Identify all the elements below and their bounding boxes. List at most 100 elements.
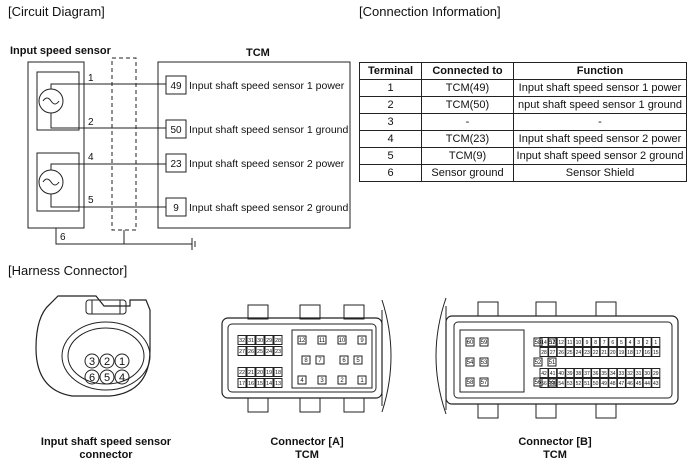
table-cell: 6	[359, 164, 422, 182]
harness-connector-heading: [Harness Connector]	[8, 263, 128, 278]
connector-pin	[273, 335, 283, 345]
connector-pin	[264, 367, 274, 377]
connector-pin-number: 3	[637, 340, 640, 346]
caption-line: Connector [B]	[518, 436, 592, 448]
connector-pin	[539, 378, 549, 388]
connector-pin	[565, 347, 575, 357]
connector-pin	[556, 378, 566, 388]
tcm-title: TCM	[246, 47, 270, 59]
connector-pin-number: 32	[627, 371, 633, 377]
connector-pin	[255, 378, 265, 388]
connector-pin-number: 1	[360, 378, 364, 384]
table-header-row: Terminal Connected to Function	[359, 62, 687, 80]
connector-pin	[625, 337, 635, 347]
table-cell: 1	[359, 79, 422, 97]
connector-pin-number: 56	[535, 380, 542, 386]
sensor-1-wave	[42, 97, 60, 105]
connector-pin-number: 6	[342, 358, 346, 364]
connector-pin-number: 18	[627, 350, 633, 356]
sensor-2-wave	[42, 178, 60, 186]
connector-pin-number: 13	[275, 381, 281, 387]
connector-pin-number: 1	[654, 340, 657, 346]
table-cell: 3	[359, 113, 422, 131]
wire-number-1: 1	[88, 73, 94, 84]
connector-pin	[599, 378, 609, 388]
connector-pin-number: 5	[104, 372, 110, 384]
connector-pin	[591, 378, 601, 388]
connector-pin-number: 24	[576, 350, 582, 356]
table-row: 3 - -	[359, 113, 687, 131]
connector-pin-number: 58	[535, 340, 542, 346]
connector-pin	[273, 346, 283, 356]
connector-pin-number: 19	[266, 370, 272, 376]
connector-pin	[357, 375, 367, 385]
caption-line: Connector [A]	[270, 436, 344, 448]
table-row: 6 Sensor ground Sensor Shield	[359, 164, 687, 182]
connector-pin	[246, 335, 256, 345]
tcm-pin-label: Input shaft speed sensor 2 ground	[189, 202, 349, 214]
table-cell: TCM(23)	[421, 130, 514, 148]
connector-pin	[465, 357, 475, 367]
connector-pin-number: 53	[481, 360, 488, 366]
connector-pin	[114, 369, 130, 385]
connector-pin-number: 47	[619, 381, 625, 387]
connector-pin-number: 13	[550, 340, 556, 346]
connector-pin-number: 5	[620, 340, 623, 346]
connector-pin	[339, 355, 349, 365]
connector-pin-number: 40	[558, 371, 564, 377]
wire-number-2: 2	[88, 117, 94, 128]
table-cell: TCM(9)	[421, 147, 514, 165]
connector-pin	[582, 368, 592, 378]
connector-pin	[625, 378, 635, 388]
circuit-diagram-heading: [Circuit Diagram]	[8, 4, 105, 19]
connector-pin	[357, 335, 367, 345]
connector-pin-number: 59	[481, 340, 488, 346]
connector-pin	[264, 378, 274, 388]
connector-pin	[353, 355, 363, 365]
connector-pin	[565, 368, 575, 378]
connector-pin-number: 4	[629, 340, 632, 346]
connector-pin	[556, 347, 566, 357]
connector-pin-number: 8	[594, 340, 597, 346]
connector-pin-number: 19	[619, 350, 625, 356]
connector-pin	[317, 335, 327, 345]
connector-pin-number: 50	[593, 381, 599, 387]
connector-pin-number: 32	[239, 338, 245, 344]
connector-pin	[264, 335, 274, 345]
connector-pin-number: 52	[576, 381, 582, 387]
sensor-1-box	[36, 71, 80, 131]
connector-pin-number: 52	[535, 360, 542, 366]
caption-line: TCM	[543, 449, 567, 461]
connector-pin	[634, 368, 644, 378]
connector-pin-number: 4	[119, 372, 125, 384]
connector-pin	[608, 368, 618, 378]
table-cell: nput shaft speed sensor 1 ground	[513, 96, 687, 114]
connector-pin	[591, 347, 601, 357]
table-cell: 2	[359, 96, 422, 114]
connector-pin-number: 15	[653, 350, 659, 356]
connector-pin	[479, 337, 489, 347]
connector-pin	[565, 378, 575, 388]
tcm-pin-50-box	[165, 119, 187, 139]
table-cell: -	[513, 113, 687, 131]
connector-pin-number: 23	[584, 350, 590, 356]
connector-pin-number: 35	[601, 371, 607, 377]
connector-pin	[246, 378, 256, 388]
connector-pin-number: 28	[275, 338, 281, 344]
connector-pin	[651, 337, 661, 347]
connector-pin-number: 16	[644, 350, 650, 356]
sensor-title: Input speed sensor	[10, 45, 112, 57]
connector-pin-number: 17	[239, 381, 245, 387]
connector-pin-number: 21	[248, 370, 254, 376]
connector-pin-number: 49	[601, 381, 607, 387]
connector-pin	[599, 368, 609, 378]
connector-pin-number: 57	[481, 380, 488, 386]
connector-pin	[539, 368, 549, 378]
connector-pin-number: 21	[601, 350, 607, 356]
connector-pin	[255, 335, 265, 345]
connector-pin	[608, 337, 618, 347]
connector-pin-number: 26	[558, 350, 564, 356]
table-header: Function	[513, 62, 687, 80]
connector-pin	[573, 378, 583, 388]
